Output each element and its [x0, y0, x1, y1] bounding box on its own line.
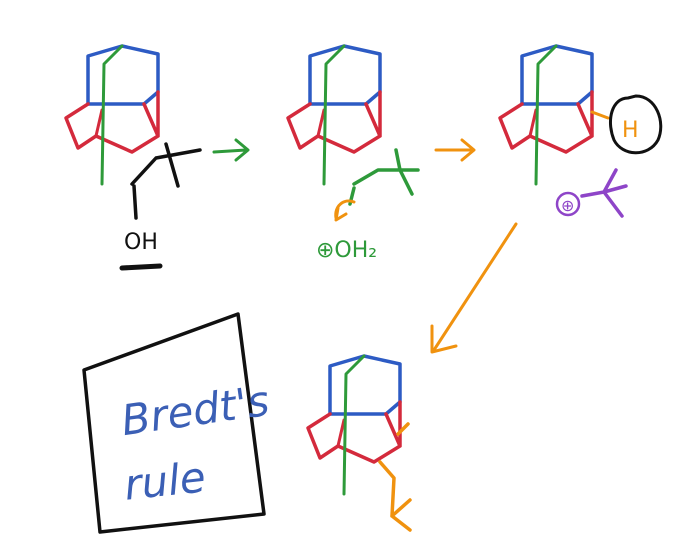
reaction-arrow-2 [434, 138, 476, 162]
positive-charge-label: ⊕ [561, 196, 574, 215]
proton-label: H [622, 118, 639, 143]
reaction-arrow-1 [212, 138, 250, 162]
positive-charge-circle [555, 191, 581, 217]
c-h-bond [590, 110, 610, 120]
oxonium-label: ⊕OH₂ [316, 238, 377, 263]
note-frame [82, 312, 266, 534]
curved-arrow-leaving-group [334, 199, 356, 222]
bicyclic-skeleton [498, 44, 594, 186]
tertiary-substituent-bonds [130, 142, 202, 220]
hydroxyl-label: OH [124, 230, 158, 255]
tertiary-substituent-bonds [352, 148, 420, 196]
note-line-2: rule [122, 452, 208, 509]
proton-circle [609, 94, 663, 155]
hydroxyl-underline [119, 263, 163, 271]
bicyclic-skeleton [64, 44, 160, 186]
alkene-product-molecule [306, 354, 412, 532]
alcohol-molecule: OH [64, 44, 202, 271]
bicyclic-skeleton [306, 354, 402, 496]
reaction-arrow-3 [430, 222, 518, 354]
bredts-rule-note: Bredt's rule [82, 312, 272, 534]
bicyclic-skeleton [286, 44, 382, 186]
double-bond-and-substituent [378, 422, 412, 532]
tert-butyl-group [580, 168, 628, 218]
protonated-alcohol-molecule: ⊕OH₂ [286, 44, 420, 263]
carbocation-molecule: H ⊕ [498, 44, 663, 218]
